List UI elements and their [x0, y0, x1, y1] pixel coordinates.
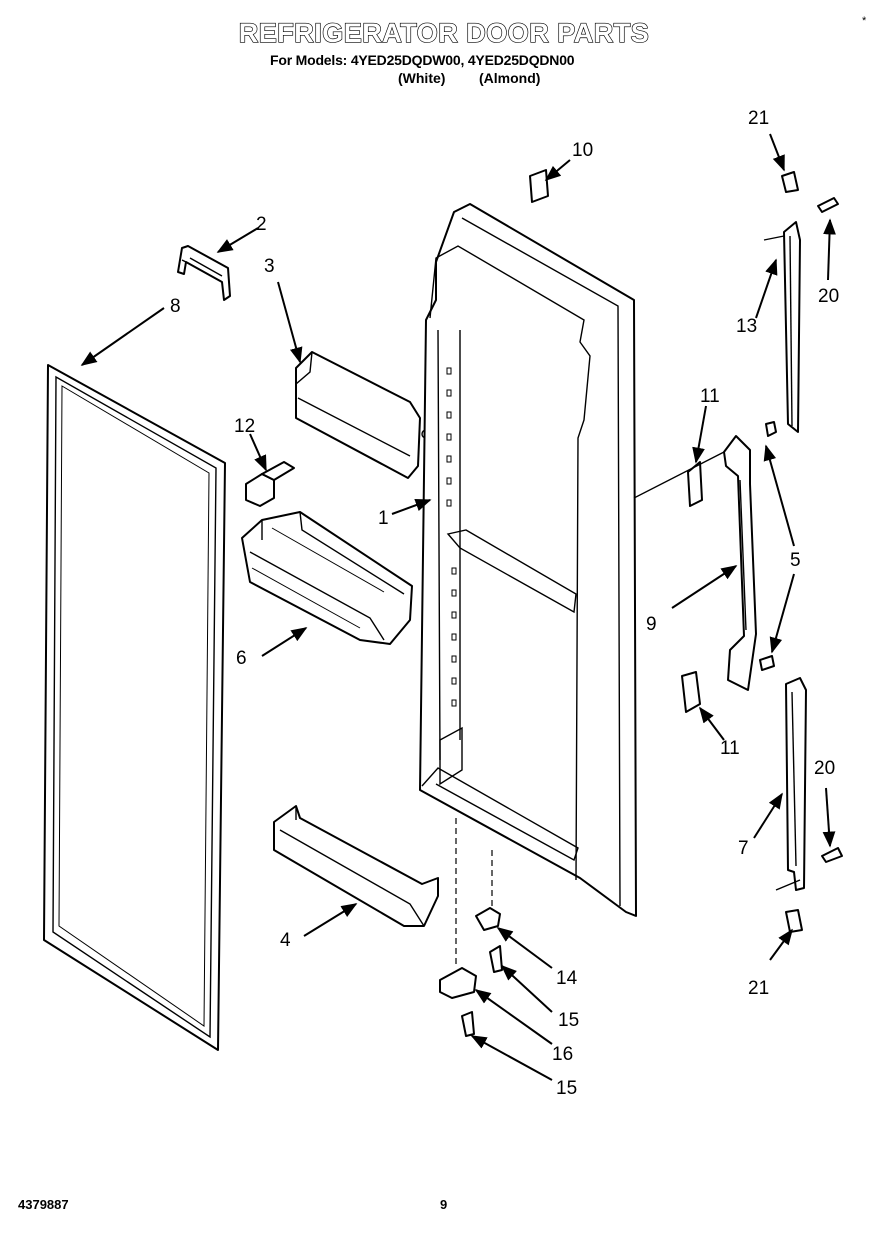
hinge-bracket-part — [439, 967, 477, 999]
label-part — [529, 169, 549, 203]
callout-12: 12 — [234, 416, 255, 437]
bracket-part — [177, 245, 231, 301]
hinge-screw-lower-part — [461, 1011, 475, 1037]
variant-white: (White) — [398, 70, 446, 86]
screw-bottom-part — [821, 847, 843, 863]
corner-mark: * — [862, 15, 867, 27]
callout-5: 5 — [790, 550, 801, 571]
screw-top-part — [817, 197, 839, 213]
callout-20-bottom: 20 — [814, 758, 835, 779]
models-subtitle: For Models: 4YED25DQDW00, 4YED25DQDN00 — [270, 52, 575, 68]
door-gasket-part — [43, 364, 226, 1051]
shelf-slot-holes — [446, 367, 457, 707]
callout-15-upper: 15 — [558, 1010, 579, 1031]
callout-4: 4 — [280, 930, 291, 951]
callout-13: 13 — [736, 316, 757, 337]
spacer-top-part — [687, 461, 703, 507]
variant-almond: (Almond) — [479, 70, 541, 86]
callout-9: 9 — [646, 614, 657, 635]
callout-21-top: 21 — [748, 108, 769, 129]
callout-1: 1 — [378, 508, 389, 529]
shelf-cover-part — [295, 351, 431, 479]
callout-7: 7 — [738, 838, 749, 859]
leader-lines — [80, 133, 836, 1081]
callout-15-lower: 15 — [556, 1078, 577, 1099]
callout-16: 16 — [552, 1044, 573, 1065]
hinge-bushing-part — [475, 907, 501, 931]
end-cap-top-part — [781, 171, 799, 193]
callout-11-top: 11 — [700, 386, 720, 407]
hinge-screw-part — [489, 945, 503, 973]
callout-2: 2 — [256, 214, 267, 235]
handle-trim-part — [783, 221, 801, 433]
callout-11-bottom: 11 — [720, 738, 740, 759]
door-handle-part — [723, 421, 777, 691]
callout-10: 10 — [572, 140, 593, 161]
door-liner-part — [419, 203, 637, 917]
document-number: 4379887 — [18, 1197, 69, 1212]
callout-20-top: 20 — [818, 286, 839, 307]
bottom-bin-part — [273, 805, 439, 927]
spacer-bottom-part — [681, 671, 701, 713]
callout-21-bottom: 21 — [748, 978, 769, 999]
end-cap-bottom-part — [785, 909, 803, 933]
page-number: 9 — [440, 1197, 448, 1212]
callout-8: 8 — [170, 296, 181, 317]
door-bin-part — [241, 511, 413, 645]
callout-14: 14 — [556, 968, 578, 989]
page-title: REFRIGERATOR DOOR PARTS — [238, 17, 650, 48]
clip-part — [245, 461, 295, 507]
callout-3: 3 — [264, 256, 275, 277]
callout-6: 6 — [236, 648, 247, 669]
bottom-trim-part — [785, 677, 807, 891]
